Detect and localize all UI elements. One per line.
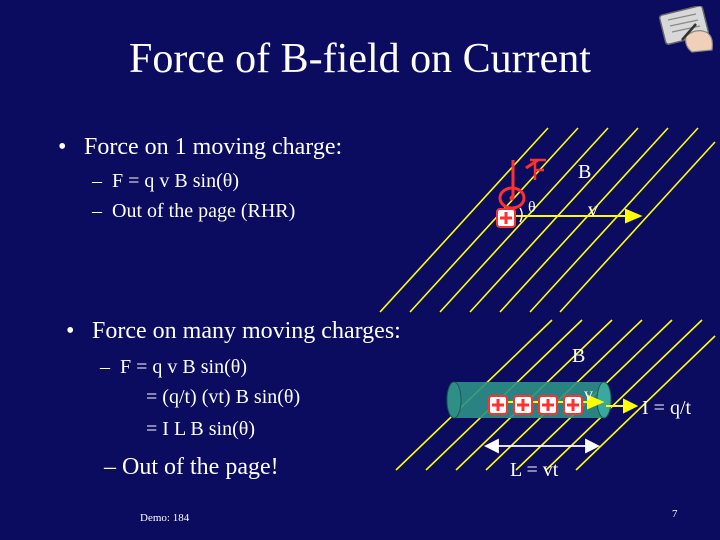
slide-title: Force of B-field on Current (129, 36, 591, 82)
velocity-label-bottom: v (584, 384, 593, 404)
b-field-label-top: B (578, 161, 592, 183)
dash: – (92, 200, 102, 222)
b-field-label-bottom: B (572, 345, 586, 367)
direction-text: Out of the page (RHR) (112, 200, 296, 222)
charge-plus-icon (496, 208, 516, 228)
velocity-arrow-top (506, 208, 643, 224)
demo-label: Demo: 184 (140, 512, 190, 524)
bullet-text: Force on 1 moving charge: (84, 134, 343, 160)
sub-item-out-of-page: – Out of the page! (104, 452, 279, 482)
theta-label: θ (528, 199, 536, 216)
field-lines-top (379, 127, 716, 313)
current-arrow (606, 398, 639, 414)
charge-plus-icon (488, 395, 508, 415)
length-label: L = vt (510, 459, 559, 481)
charge-row (488, 395, 583, 415)
charge-plus-icon (513, 395, 533, 415)
sub-item-direction: – Out of the page (RHR) (92, 198, 295, 224)
hand-writing-icon (656, 5, 716, 56)
current-label: I = q/t (642, 397, 692, 419)
charge-plus-icon (538, 395, 558, 415)
sub-item-formula: – F = q v B sin(θ) (92, 168, 239, 194)
formula-line: F = q v B sin(θ) (120, 356, 247, 378)
dash: – (104, 454, 116, 480)
force-arrow (511, 158, 546, 196)
theta-arc (519, 207, 523, 223)
formula-text: F = q v B sin(θ) (112, 170, 239, 192)
bullet-force-one-charge: • Force on 1 moving charge: (58, 132, 342, 162)
bullet-marker: • (66, 318, 75, 344)
charge-plus-icon (563, 395, 583, 415)
bullet-text: Force on many moving charges: (92, 318, 401, 344)
formula-line-2: = (q/t) (vt) B sin(θ) (146, 386, 301, 408)
formula-line-3: = I L B sin(θ) (146, 418, 255, 440)
page-number: 7 (672, 508, 678, 520)
bullet-force-many-charges: • Force on many moving charges: (66, 316, 401, 346)
dash: – (92, 170, 102, 192)
dash: – (100, 356, 110, 378)
sub-item-formula-line-1: – F = q v B sin(θ) (100, 354, 247, 380)
out-of-page-text: Out of the page! (122, 454, 279, 480)
bullet-marker: • (58, 134, 67, 160)
velocity-label-top: v (588, 199, 598, 221)
length-arrow (483, 438, 601, 454)
